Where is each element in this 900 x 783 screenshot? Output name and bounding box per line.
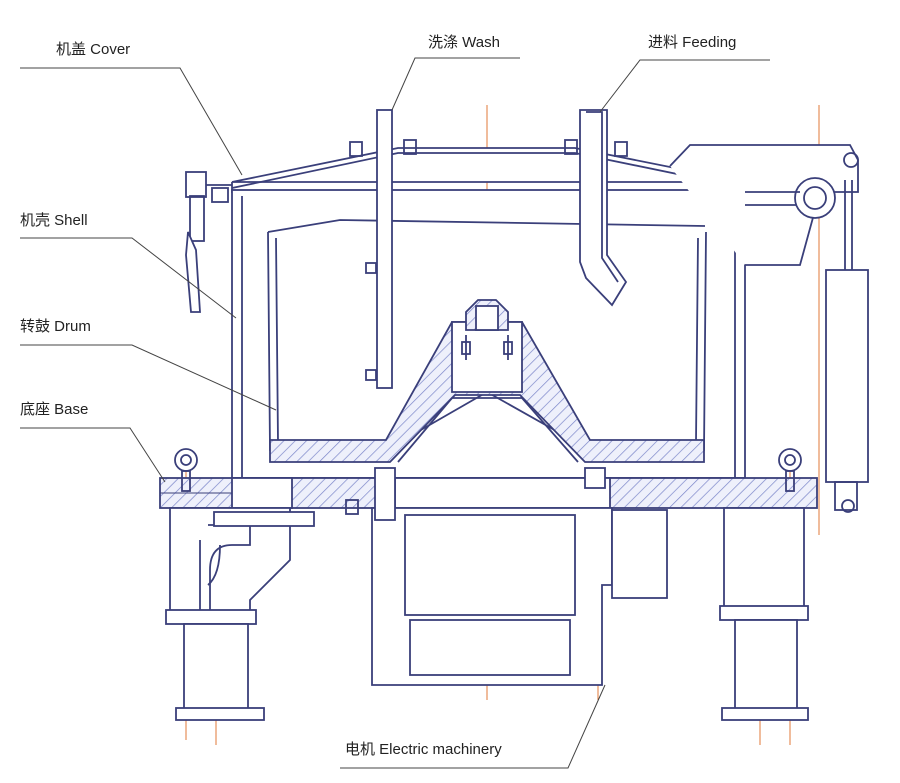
base-plate bbox=[159, 477, 818, 509]
label-drum: 转鼓 Drum bbox=[20, 318, 91, 335]
label-electric-machinery: 电机 Electric machinery bbox=[345, 741, 502, 758]
label-wash: 洗涤 Wash bbox=[428, 34, 500, 51]
label-feeding: 进料 Feeding bbox=[648, 34, 737, 51]
electric-motor bbox=[345, 467, 668, 686]
label-base: 底座 Base bbox=[20, 401, 89, 418]
wash-pipe bbox=[365, 109, 393, 389]
cover-latch bbox=[185, 171, 232, 313]
label-cover: 机盖 Cover bbox=[56, 41, 131, 58]
right-leg bbox=[719, 507, 809, 721]
leader-lines bbox=[20, 57, 770, 769]
machine-outline bbox=[159, 109, 869, 721]
lifting-eyes bbox=[174, 448, 802, 492]
hinge-assembly bbox=[669, 144, 869, 513]
drum-hub bbox=[269, 299, 705, 463]
left-outlet-leg bbox=[165, 507, 315, 721]
cover bbox=[231, 139, 746, 193]
feeding-pipe bbox=[579, 109, 628, 307]
label-shell: 机壳 Shell bbox=[20, 212, 88, 229]
